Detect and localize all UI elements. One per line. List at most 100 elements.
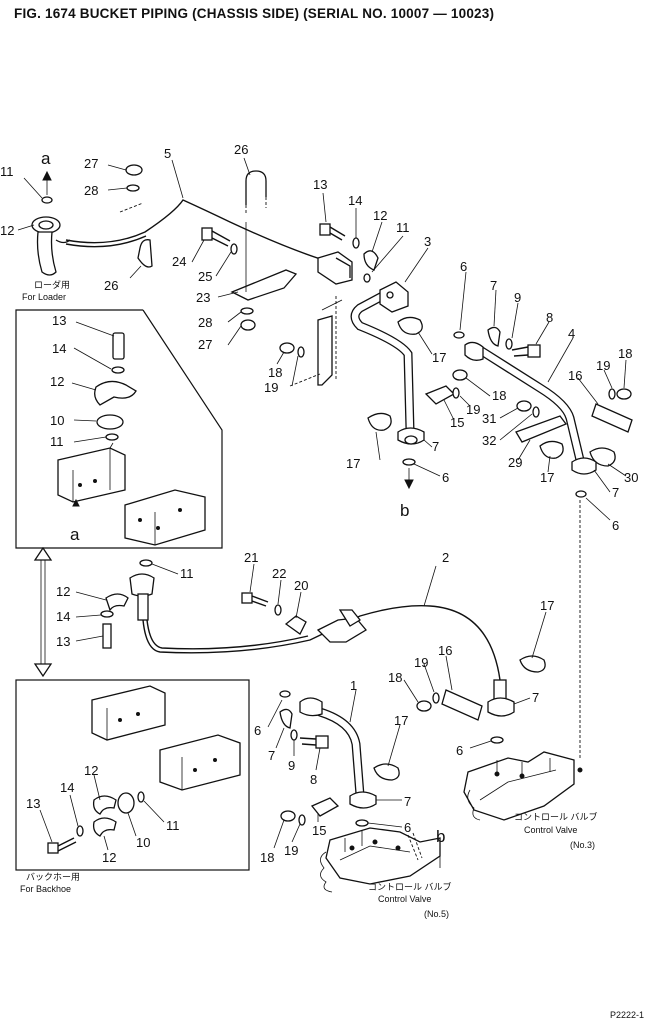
part-number-label: 7 <box>404 794 411 809</box>
part-number-label: 11 <box>50 434 64 449</box>
part-number-label: 19 <box>414 655 428 670</box>
part-number-label: 18 <box>618 346 632 361</box>
svg-text:コントロール バルブ: コントロール バルブ <box>514 811 598 822</box>
part-number-label: 32 <box>482 433 496 448</box>
part-number-label: 7 <box>532 690 539 705</box>
part-number-label: 18 <box>268 365 282 380</box>
part-number-label: 3 <box>424 234 431 249</box>
ubolt-17-center-b <box>367 412 392 431</box>
part-number-label: 29 <box>508 455 522 470</box>
fitting-3-top <box>379 281 409 313</box>
bolt-21 <box>241 592 269 607</box>
oring-11-loader <box>105 433 119 441</box>
washer-14-mid <box>100 610 114 618</box>
part-number-label: 18 <box>388 670 402 685</box>
part-number-label: 18 <box>260 850 274 865</box>
svg-text:Control Valve: Control Valve <box>378 894 431 904</box>
washer-19-center <box>297 346 305 358</box>
part-number-label: 31 <box>482 411 496 426</box>
pipe-3 <box>350 287 415 435</box>
bracket-center-vertical <box>317 296 337 386</box>
part-number-labels: 11 12 27 28 5 26 26 24 25 23 28 27 13 14… <box>0 142 638 865</box>
swap-arrow <box>33 546 53 678</box>
leader-lines <box>17 157 627 851</box>
ubolt-17-right <box>539 440 564 459</box>
svg-text:(No.3): (No.3) <box>570 840 595 850</box>
part-number-label: 19 <box>284 843 298 858</box>
flange-7-pipe1 <box>349 791 377 809</box>
ubolt-26-top <box>245 170 267 215</box>
part-number-label: 14 <box>60 780 74 795</box>
part-number-label: 11 <box>166 818 180 833</box>
split-flange-7-right <box>487 326 501 347</box>
part-number-label: 6 <box>460 259 467 274</box>
part-number-label: 11 <box>396 220 410 235</box>
nut-18-right-a <box>452 369 468 381</box>
clip-26-left <box>119 202 153 268</box>
oring-10-backhoe <box>117 792 135 814</box>
part-number-label: 9 <box>514 290 521 305</box>
part-number-label: 2 <box>442 550 449 565</box>
part-number-label: 9 <box>288 758 295 773</box>
part-number-label: 20 <box>294 578 308 593</box>
part-number-label: 10 <box>136 835 150 850</box>
part-number-label: 12 <box>56 584 70 599</box>
oring-11-top <box>363 273 371 283</box>
svg-text:ローダ用: ローダ用 <box>34 279 70 290</box>
part-number-label: 22 <box>272 566 286 581</box>
clip-20 <box>284 615 307 635</box>
part-number-label: 12 <box>0 223 14 238</box>
part-number-label: 17 <box>346 456 360 471</box>
part-number-label: 24 <box>172 254 186 269</box>
washer-14-top <box>352 237 360 249</box>
backhoe-valve-block <box>91 685 241 791</box>
fitting-mid-left <box>129 573 155 621</box>
part-number-label: 26 <box>234 142 248 157</box>
oring-10-loader <box>96 414 124 430</box>
backhoe-detail-frame <box>15 679 250 871</box>
oring-6-pipe1 <box>279 690 291 698</box>
part-number-label: 25 <box>198 269 212 284</box>
ref-b-mid: b <box>400 501 409 520</box>
svg-text:(No.5): (No.5) <box>424 909 449 919</box>
part-number-label: 18 <box>492 388 506 403</box>
part-number-label: 7 <box>268 748 275 763</box>
part-number-label: 8 <box>546 310 553 325</box>
part-number-label: 7 <box>612 485 619 500</box>
ubolt-17-pipe1 <box>373 763 400 781</box>
part-number-label: 26 <box>104 278 118 293</box>
plate-16-lower <box>441 689 483 721</box>
caption-for-loader: ローダ用 For Loader <box>22 279 70 302</box>
ref-a-box: a <box>70 525 80 544</box>
part-number-label: 27 <box>198 337 212 352</box>
oring-6-lower <box>355 819 369 827</box>
caption-control-valve-3: コントロール バルブ Control Valve (No.3) <box>514 811 598 850</box>
plate-16-right <box>591 403 633 433</box>
part-number-label: 17 <box>432 350 446 365</box>
oring-6-center <box>402 458 416 466</box>
washer-19-bottom <box>298 814 306 826</box>
ubolt-17-lower-right <box>519 655 546 673</box>
part-number-label: 19 <box>596 358 610 373</box>
loader-detail-frame <box>15 309 223 549</box>
part-number-label: 11 <box>180 566 194 581</box>
fitting-4-top <box>464 341 484 361</box>
washer-14-backhoe <box>76 825 84 837</box>
part-number-label: 6 <box>404 820 411 835</box>
bracket-23 <box>230 269 298 301</box>
part-number-label: 23 <box>196 290 210 305</box>
part-number-label: 12 <box>102 850 116 865</box>
part-number-label: 6 <box>456 743 463 758</box>
washer-19-right-b <box>608 388 616 400</box>
washer-28-mid <box>240 307 254 315</box>
part-number-label: 28 <box>198 315 212 330</box>
bolt-8-pipe1 <box>299 735 329 749</box>
part-number-label: 28 <box>84 183 98 198</box>
part-number-label: 14 <box>56 609 70 624</box>
nut-18-right-b <box>616 388 632 400</box>
split-flange-12-backhoe-b <box>92 817 117 837</box>
part-number-label: 13 <box>56 634 70 649</box>
part-number-label: 12 <box>373 208 387 223</box>
svg-text:バックホー用: バックホー用 <box>26 872 80 882</box>
part-number-label: 10 <box>50 413 64 428</box>
